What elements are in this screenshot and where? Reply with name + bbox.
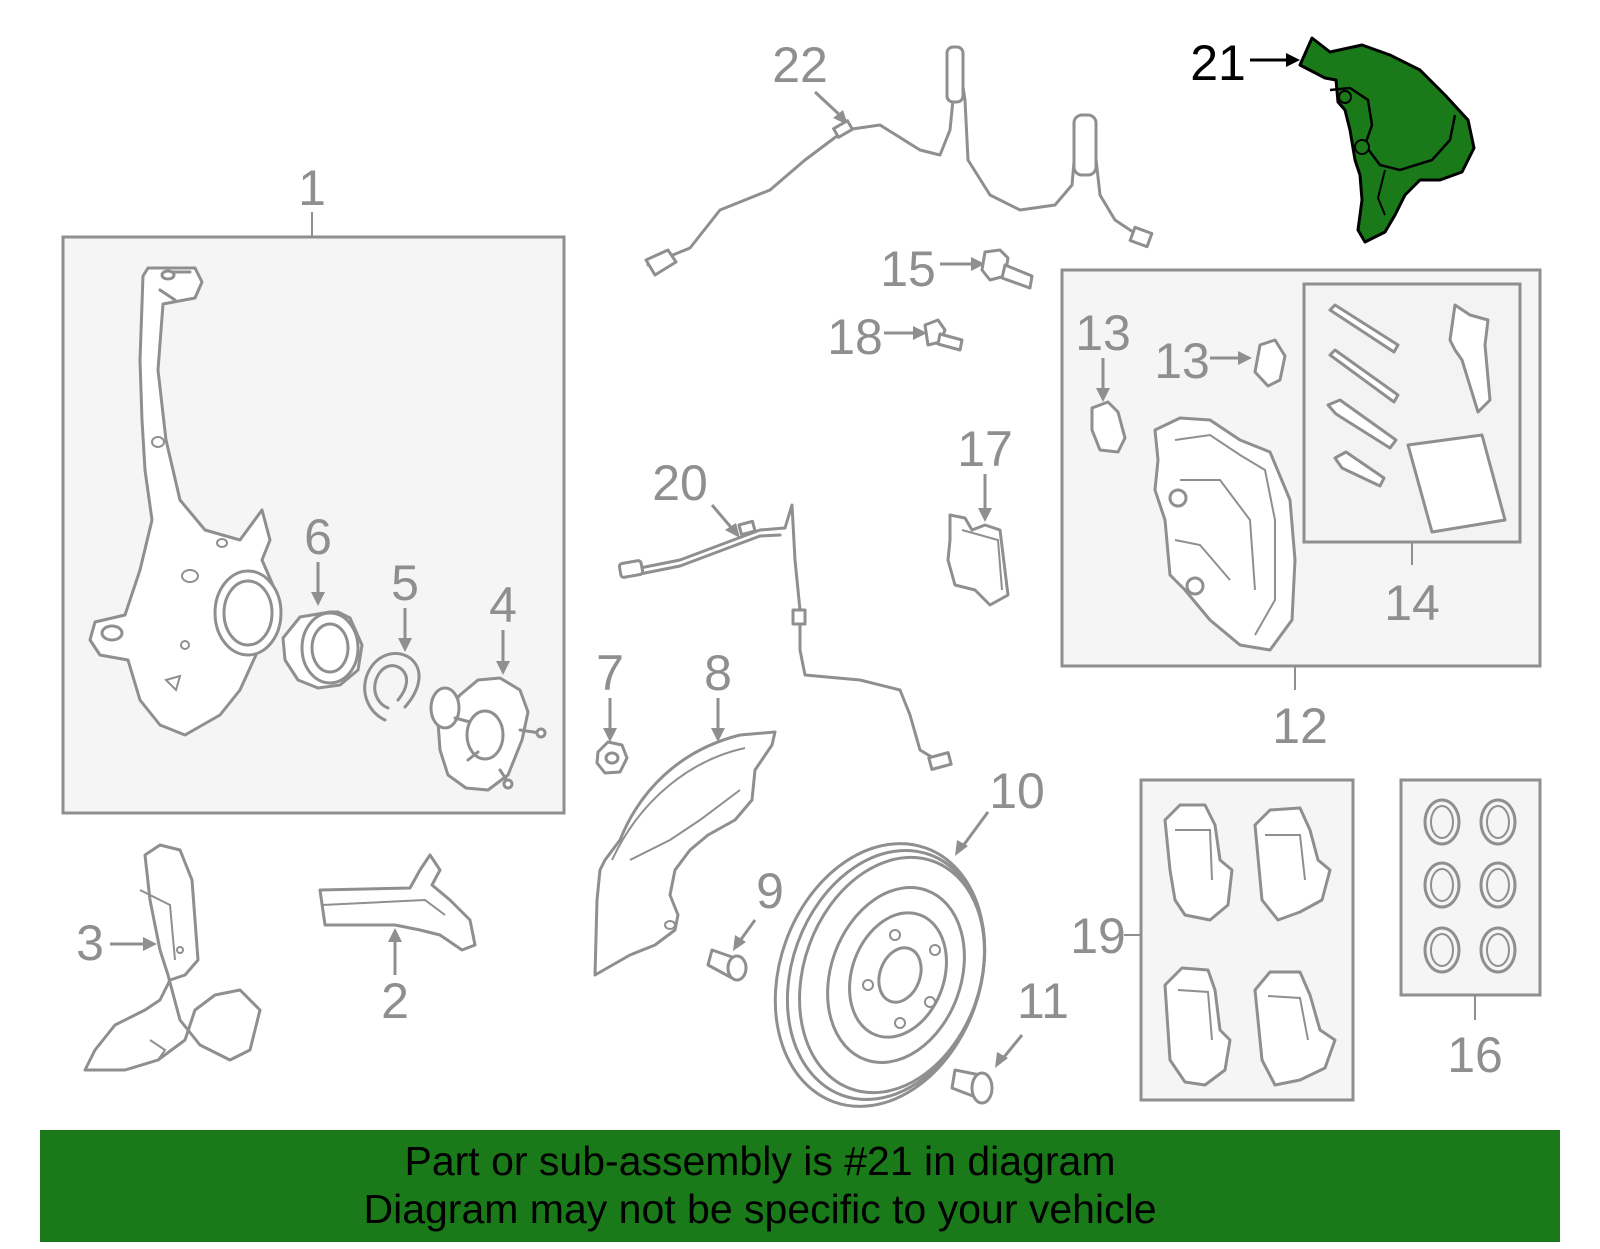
part-bolt-9: 9 xyxy=(706,863,784,982)
callout-1: 1 xyxy=(298,160,326,216)
part-info-banner: Part or sub-assembly is #21 in diagram D… xyxy=(40,1130,1560,1242)
box-19-brake-pads: 19 xyxy=(1070,778,1355,1102)
callout-16: 16 xyxy=(1447,1027,1503,1083)
part-bolt-18: 18 xyxy=(827,309,964,365)
callout-10: 10 xyxy=(989,763,1045,819)
box-14-hardware-kit: 14 xyxy=(1302,282,1522,631)
part-bracket-3: 3 xyxy=(76,843,262,1072)
callout-20: 20 xyxy=(652,455,708,511)
part-brake-shield: 8 xyxy=(593,645,777,977)
callout-2: 2 xyxy=(381,973,409,1029)
part-screw-11: 11 xyxy=(950,973,1069,1105)
part-bolt-15: 15 xyxy=(880,241,1034,297)
part-bleeder-13b: 13 xyxy=(1154,333,1287,389)
callout-5: 5 xyxy=(391,555,419,611)
box-16-piston-seals: 16 xyxy=(1399,778,1542,1083)
part-wheel-bearing: 6 xyxy=(281,509,364,690)
callout-21: 21 xyxy=(1190,35,1246,91)
callout-4: 4 xyxy=(489,577,517,633)
callout-11: 11 xyxy=(1017,973,1069,1029)
part-pad-17: 17 xyxy=(946,421,1013,607)
box-1-knuckle-assembly: 1 6 5 xyxy=(61,160,566,815)
callout-15: 15 xyxy=(880,241,936,297)
part-wear-sensor-20: 20 xyxy=(617,455,953,771)
callout-12: 12 xyxy=(1272,698,1328,754)
callout-13a: 13 xyxy=(1075,305,1131,361)
banner-line-1: Part or sub-assembly is #21 in diagram xyxy=(404,1138,1116,1184)
box-12-caliper-assembly: 12 13 13 14 xyxy=(1060,268,1542,754)
callout-18: 18 xyxy=(827,309,883,365)
callout-22: 22 xyxy=(772,37,828,93)
callout-19: 19 xyxy=(1070,908,1126,964)
part-snap-ring: 5 xyxy=(363,555,421,722)
part-21-highlighted[interactable]: 21 xyxy=(1190,35,1476,244)
part-brake-rotor: 10 xyxy=(773,763,1045,1108)
callout-8: 8 xyxy=(704,645,732,701)
callout-9: 9 xyxy=(756,863,784,919)
part-brake-caliper xyxy=(1153,416,1297,652)
callout-14: 14 xyxy=(1384,575,1440,631)
callout-6: 6 xyxy=(304,509,332,565)
callout-17: 17 xyxy=(957,421,1013,477)
callout-7: 7 xyxy=(596,645,624,701)
part-wheel-hub: 4 xyxy=(429,577,547,792)
banner-line-2: Diagram may not be specific to your vehi… xyxy=(363,1186,1157,1232)
part-bleeder-13a: 13 xyxy=(1075,305,1131,454)
callout-13b: 13 xyxy=(1154,333,1210,389)
part-abs-harness-22: 22 xyxy=(644,37,1154,277)
part-steering-knuckle xyxy=(88,266,283,737)
part-nut-7: 7 xyxy=(595,645,629,775)
callout-3: 3 xyxy=(76,915,104,971)
part-bracket-2: 2 xyxy=(318,853,477,1029)
